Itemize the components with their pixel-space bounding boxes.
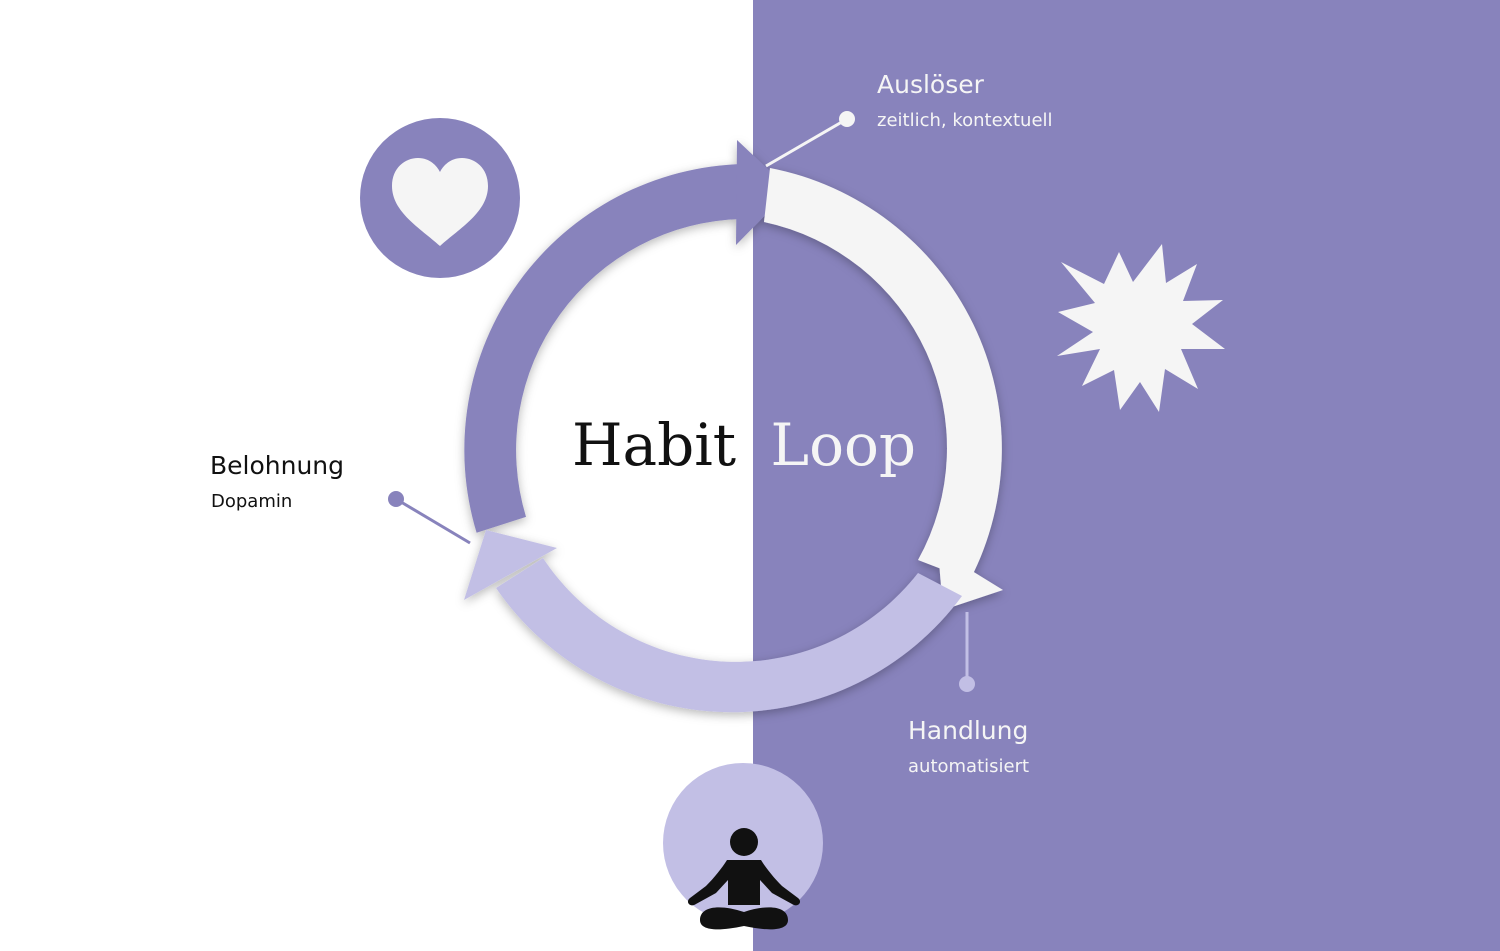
action-subtitle: automatisiert (908, 756, 1029, 777)
ring-segment-reward-to-trigger (464, 164, 744, 533)
action-title: Handlung (908, 716, 1028, 745)
heart-icon (360, 118, 520, 278)
loop-ring (464, 140, 1003, 713)
action-connector-dot (959, 676, 975, 692)
arrowhead-trigger (736, 140, 790, 245)
title-part-habit: Habit (572, 411, 736, 479)
meditation-icon (663, 763, 823, 930)
ring-segment-trigger-to-action (764, 168, 1002, 580)
reward-subtitle: Dopamin (211, 491, 292, 512)
trigger-subtitle: zeitlich, kontextuell (877, 110, 1053, 131)
trigger-connector-line (765, 117, 848, 168)
diagram-title: Habit Loop (572, 411, 916, 479)
reward-title: Belohnung (210, 451, 344, 480)
trigger-title: Auslöser (877, 70, 985, 99)
arrowhead-reward (464, 530, 557, 600)
trigger-connector-dot (839, 111, 855, 127)
reward-connector-dot (388, 491, 404, 507)
title-part-loop: Loop (771, 411, 916, 479)
ring-segment-action-to-reward (496, 558, 962, 713)
starburst-icon (1057, 244, 1225, 412)
reward-connector-line (395, 497, 471, 545)
right-background-panel (753, 0, 1500, 951)
